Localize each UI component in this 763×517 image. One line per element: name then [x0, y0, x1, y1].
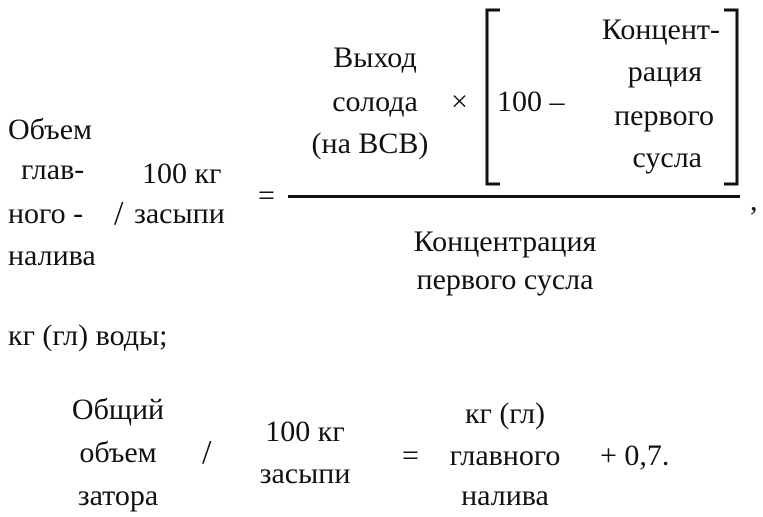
- f1-right-bracket: [724, 8, 739, 186]
- f1-left-bracket: [485, 8, 500, 186]
- f2-per-line-2: засыпи: [259, 457, 351, 490]
- f1-denominator-line-1: Концентрация: [413, 225, 597, 258]
- f1-yield-line-1: Выход: [333, 41, 417, 74]
- f1-yield-line-2: солода: [332, 85, 418, 118]
- f1-equals: =: [258, 179, 275, 212]
- f2-per-line-1: 100 кг: [265, 415, 345, 448]
- f2-lhs-line-3: затора: [77, 479, 159, 512]
- f1-times: ×: [451, 85, 468, 118]
- f1-conc-line-1: Концент-: [601, 13, 720, 46]
- f2-equals: =: [402, 439, 419, 472]
- f2-rhs-line-2: главного: [449, 439, 561, 472]
- f1-fraction-bar: [288, 195, 740, 198]
- f1-lhs-line-1: Объем: [8, 113, 92, 146]
- f1-conc-line-4: сусла: [632, 141, 702, 174]
- f1-lhs-line-3: ного -: [8, 197, 84, 230]
- f1-per-line-1: 100 кг: [142, 157, 222, 190]
- f1-yield-line-3: (на ВСВ): [311, 127, 429, 160]
- f2-lhs-line-1: Общий: [71, 393, 165, 426]
- f2-lhs-line-2: объем: [79, 436, 157, 469]
- f1-conc-line-3: первого: [614, 99, 714, 132]
- f2-slash: /: [202, 434, 212, 471]
- f2-rhs-line-1: кг (гл): [464, 397, 546, 430]
- f1-lhs-line-2: глав-: [21, 153, 85, 186]
- f1-conc-line-2: рация: [627, 55, 702, 88]
- f1-per-line-2: засыпи: [134, 197, 225, 230]
- f1-hundred-minus: 100 –: [497, 85, 565, 118]
- f2-rhs-line-3: налива: [461, 479, 549, 512]
- f1-slash: /: [114, 195, 124, 232]
- f1-comma: ,: [750, 184, 758, 217]
- f1-denominator-line-2: первого сусла: [416, 263, 594, 296]
- f1-lhs-line-4: налива: [8, 239, 96, 272]
- units-line: кг (гл) воды;: [8, 319, 168, 352]
- f2-plus-constant: + 0,7.: [600, 439, 670, 472]
